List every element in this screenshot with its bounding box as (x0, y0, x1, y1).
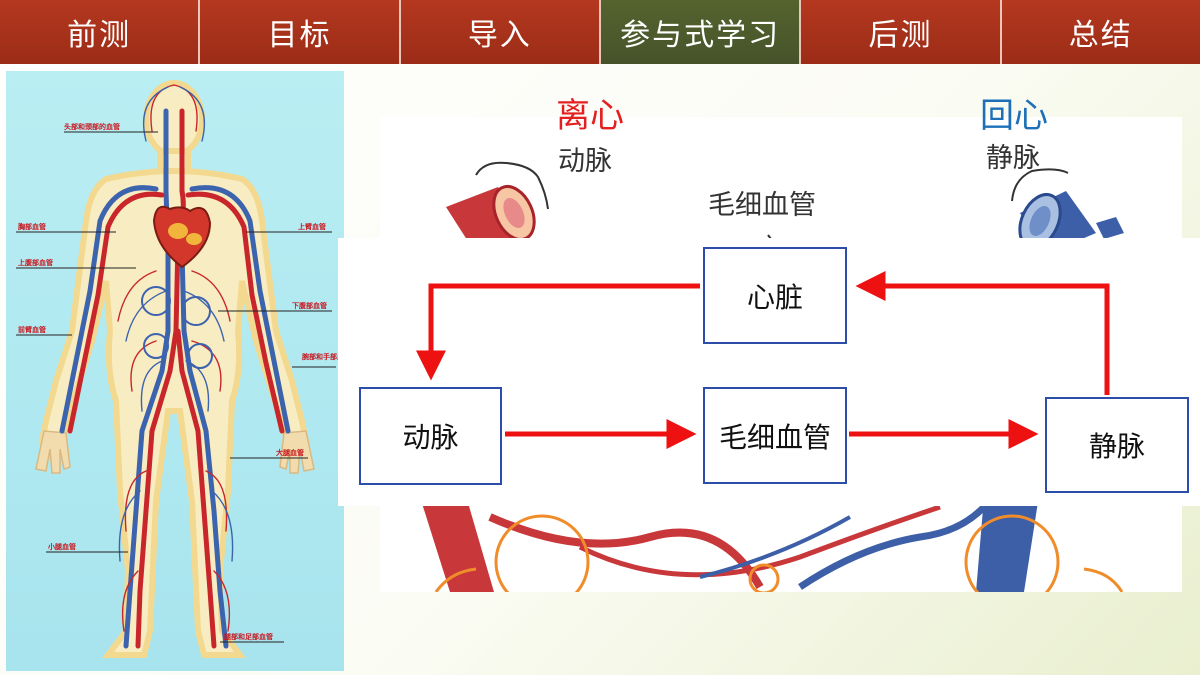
label-calf-vessels: 小腿血管 (47, 542, 76, 551)
label-chest-vessels: 胸部血管 (18, 222, 46, 231)
tab-summary[interactable]: 总结 (1001, 0, 1200, 64)
top-nav: 前测 目标 导入 参与式学习 后测 总结 (0, 0, 1200, 64)
tab-pretest[interactable]: 前测 (0, 0, 201, 64)
label-upper-arm-vessels: 上臂血管 (298, 222, 326, 231)
label-upper-abdomen-vessels: 上腹部血管 (18, 258, 53, 267)
centripetal-label: 回心 (980, 96, 1048, 136)
centrifugal-label: 离心 (556, 96, 624, 136)
circulatory-system-illustration: 头部和颈部的血管 胸部血管 上臂血管 上腹部血管 下腹部血管 前臂血管 腕部和手… (6, 71, 344, 671)
sketch-capillary-label: 毛细血管 (708, 190, 816, 221)
label-forearm-vessels: 前臂血管 (18, 325, 46, 334)
sketch-vein-label: 静脉 (986, 143, 1040, 174)
tab-participatory-learning[interactable]: 参与式学习 (600, 0, 802, 64)
vein-box: 静脉 (1045, 397, 1189, 493)
heart-box: 心脏 (703, 247, 847, 344)
label-thigh-vessels: 大腿血管 (276, 448, 304, 457)
tab-objectives[interactable]: 目标 (200, 0, 401, 64)
capillary-box: 毛细血管 (703, 387, 847, 484)
label-leg-foot-vessels: 腿部和足部血管 (223, 632, 273, 641)
label-head-neck-vessels: 头部和颈部的血管 (64, 122, 120, 131)
human-body-figure: 头部和颈部的血管 胸部血管 上臂血管 上腹部血管 下腹部血管 前臂血管 腕部和手… (16, 80, 344, 658)
tab-introduction[interactable]: 导入 (400, 0, 601, 64)
artery-box: 动脉 (359, 387, 502, 485)
sketch-artery-label: 动脉 (558, 146, 612, 177)
tab-posttest[interactable]: 后测 (801, 0, 1002, 64)
label-wrist-hand-vessels: 腕部和手部血管 (301, 352, 344, 361)
label-lower-abdomen-vessels: 下腹部血管 (292, 301, 327, 310)
